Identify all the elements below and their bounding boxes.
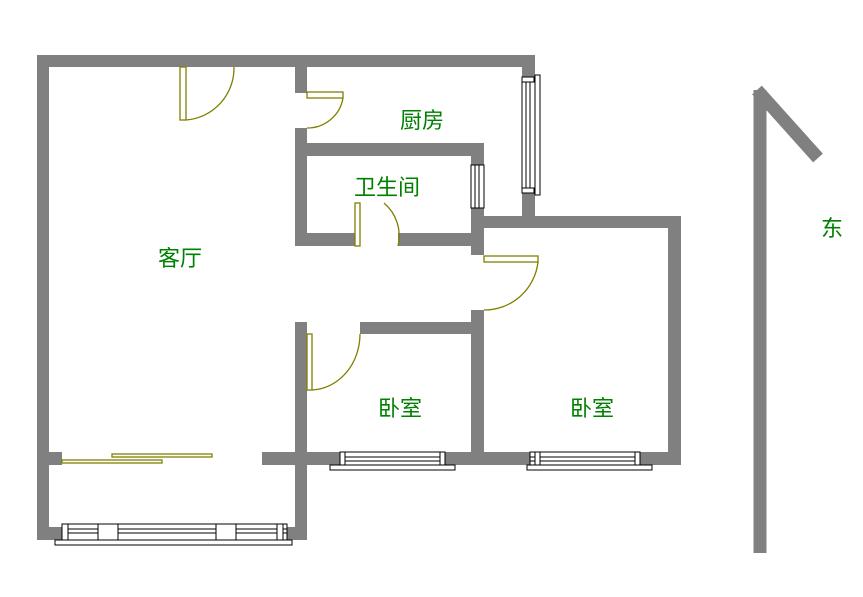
bedroom-1-door (306, 333, 361, 391)
doors (61, 66, 539, 464)
bedroom-2-window (526, 451, 653, 471)
living-room-window (54, 523, 293, 546)
bedroom-1-window (329, 451, 456, 471)
compass-direction-label: 东 (820, 217, 844, 242)
kitchen-door (306, 91, 344, 129)
kitchen-label: 厨房 (399, 109, 445, 134)
bathroom-window (470, 164, 485, 209)
bedroom-2-label: 卧室 (569, 397, 615, 422)
living-room-sliding-door (61, 453, 213, 464)
compass-arrow (752, 85, 823, 553)
kitchen-window (521, 74, 541, 196)
bedroom-2-door (483, 255, 539, 311)
living-room-label: 客厅 (157, 247, 203, 272)
walls (37, 55, 681, 540)
bathroom-door (354, 202, 400, 247)
entry-door (179, 66, 235, 121)
bathroom-label: 卫生间 (353, 176, 421, 201)
bedroom-1-label: 卧室 (377, 397, 423, 422)
windows (54, 74, 653, 546)
